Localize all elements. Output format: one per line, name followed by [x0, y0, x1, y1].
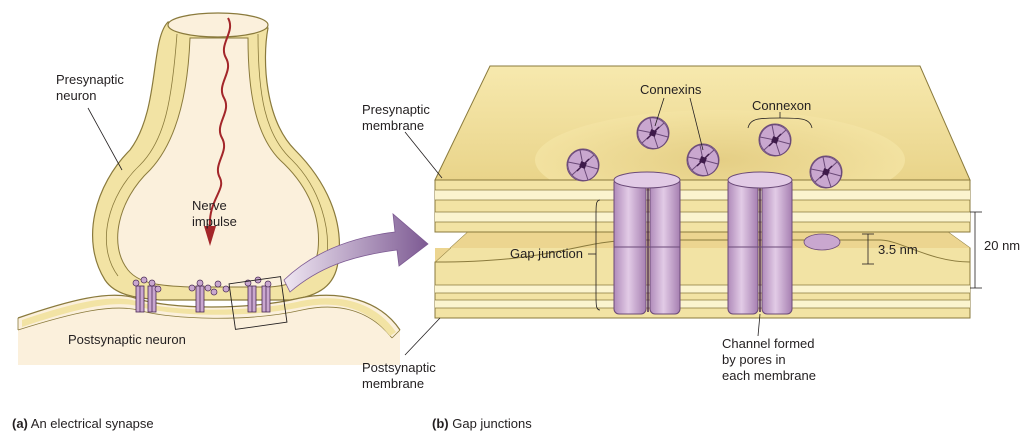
presynaptic-membrane-label-line1: Presynaptic [362, 102, 430, 117]
channel-label-line3: each membrane [722, 368, 816, 383]
nerve-impulse-label: Nerve impulse [192, 198, 237, 230]
zoom-box [228, 276, 288, 330]
gap-junction-label: Gap junction [510, 246, 583, 261]
panel-a-caption-text: An electrical synapse [30, 416, 154, 431]
postsynaptic-membrane-label-line1: Postsynaptic [362, 360, 436, 375]
postsynaptic-membrane-label-line2: membrane [362, 376, 425, 391]
channel-pillars [613, 171, 793, 315]
nerve-impulse-label-line1: Nerve [192, 198, 227, 213]
leader-lines [404, 97, 982, 356]
presynaptic-leader [87, 107, 123, 171]
connexon-label: Connexon [752, 98, 812, 113]
synaptic-connexons [132, 276, 272, 313]
presynaptic-membrane-label-line2: membrane [362, 118, 425, 133]
panel-a-caption-letter: (a) [12, 416, 28, 431]
lower-rosette-hint [803, 233, 841, 251]
panel-a-caption: (a) An electrical synapse [12, 416, 154, 431]
postsynaptic-neuron [17, 294, 401, 365]
nerve-impulse-arrow [204, 17, 231, 246]
gap-width-label: 3.5 nm [878, 242, 918, 257]
magnification-arrow [283, 213, 429, 293]
panel-b-caption-letter: (b) [432, 416, 449, 431]
connexins-label: Connexins [640, 82, 702, 97]
panel-b-caption: (b) Gap junctions [432, 416, 532, 431]
total-width-label: 20 nm [984, 238, 1021, 253]
presynaptic-neuron-label-line1: Presynaptic [56, 72, 124, 87]
postsynaptic-neuron-label: Postsynaptic neuron [68, 332, 186, 347]
presynaptic-neuron-label-line2: neuron [56, 88, 97, 103]
postsynaptic-membrane-label: Postsynaptic membrane [362, 360, 436, 392]
channel-label-line2: by pores in [722, 352, 786, 367]
presynaptic-neuron-label: Presynaptic neuron [56, 72, 124, 104]
panel-b-caption-text: Gap junctions [452, 416, 532, 431]
channel-label-line1: Channel formed [722, 336, 815, 351]
presynaptic-membrane-label: Presynaptic membrane [362, 102, 430, 134]
channel-label: Channel formed by pores in each membrane [722, 336, 816, 384]
presynaptic-neuron [92, 12, 340, 301]
nerve-impulse-label-line2: impulse [192, 214, 237, 229]
